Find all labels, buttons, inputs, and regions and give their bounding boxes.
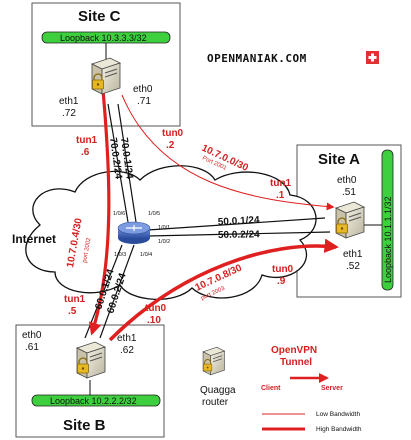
site-c-eth0: eth0 — [133, 84, 153, 95]
tun-c1-ip: .6 — [81, 147, 90, 158]
tun-a0-name: tun0 — [272, 264, 294, 275]
site-b-loopback-label: Loopback 10.2.2.2/32 — [50, 396, 137, 406]
tunnel-c-a — [121, 94, 335, 211]
site-b-eth0-ip: .61 — [25, 342, 39, 353]
site-b-title: Site B — [63, 417, 106, 434]
tun-a0-ip: .9 — [277, 276, 286, 287]
link-router-a-1 — [147, 217, 326, 231]
internet-label: Internet — [12, 232, 56, 246]
brand-logo-text: OPENMANIAK.COM — [207, 52, 307, 65]
site-c-eth0-ip: .71 — [137, 96, 151, 107]
internet-cloud — [25, 165, 317, 300]
swiss-flag-icon — [366, 51, 379, 64]
site-b-eth0: eth0 — [22, 330, 42, 341]
tun-b0-ip: .10 — [147, 315, 161, 326]
site-b-eth1: eth1 — [117, 333, 137, 344]
tun-c1-name: tun1 — [76, 135, 98, 146]
link-router-b-2 — [99, 244, 135, 339]
site-a-loopback — [381, 149, 394, 291]
link-a-net1-label: 50.0.1/24 — [218, 215, 261, 228]
link-c-router-1 — [107, 103, 129, 223]
port-1-0-5: 1/0/5 — [148, 211, 160, 217]
tunnel-c-b — [88, 89, 111, 336]
tun-c0-name: tun0 — [162, 128, 184, 139]
tun-c0-ip: .2 — [166, 140, 175, 151]
site-a-eth1: eth1 — [343, 249, 363, 260]
tun-b0-name: tun0 — [145, 303, 167, 314]
core-router — [117, 221, 151, 244]
site-c-eth1: eth1 — [59, 96, 79, 107]
legend-openvpn-title-2: Tunnel — [280, 357, 312, 368]
legend-quagga-label-1: Quagga — [200, 385, 236, 396]
port-1-0-6: 1/0/6 — [113, 211, 125, 217]
site-c-loopback-label: Loopback 10.3.3.3/32 — [60, 33, 147, 43]
site-b-eth1-ip: .62 — [120, 345, 134, 356]
port-1-0-1: 1/0/1 — [158, 225, 170, 231]
tunnel-b-a — [108, 238, 339, 342]
link-c-router-2 — [117, 103, 137, 223]
legend-high-bw-label: High Bandwidth — [316, 426, 362, 433]
site-b-loopback — [31, 394, 161, 407]
tun-a1-ip: .1 — [276, 190, 285, 201]
port-1-0-2: 1/0/2 — [158, 239, 170, 245]
site-c-server-icon — [91, 57, 121, 95]
site-a-eth1-ip: .52 — [346, 261, 360, 272]
tun-b1-name: tun1 — [64, 294, 86, 305]
site-c-title: Site C — [78, 8, 121, 25]
tun-b1-ip: .5 — [68, 306, 77, 317]
link-a-net2-label: 50.0.2/24 — [218, 229, 260, 241]
port-1-0-4: 1/0/4 — [140, 252, 152, 258]
site-c-eth1-ip: .72 — [62, 108, 76, 119]
legend-client: Client — [261, 385, 281, 392]
site-a-eth0-ip: .51 — [342, 187, 356, 198]
legend-quagga-server-icon — [202, 346, 225, 376]
tunnel-c-b-port: port 2002 — [82, 237, 92, 264]
link-router-a-2 — [147, 231, 331, 237]
site-a-server-icon — [335, 201, 365, 239]
legend-low-bw-label: Low Bandwidth — [316, 411, 360, 418]
site-b-server-icon — [76, 341, 106, 379]
legend-quagga-label-2: router — [202, 397, 229, 408]
tun-a1-name: tun1 — [270, 178, 292, 189]
site-a-title: Site A — [318, 151, 360, 168]
site-a-loopback-label: Loopback 10.1.1.1/32 — [383, 196, 393, 283]
legend-openvpn-title-1: OpenVPN — [271, 345, 317, 356]
port-1-0-3: 1/0/3 — [114, 252, 126, 258]
site-a-eth0: eth0 — [337, 175, 357, 186]
legend-server: Server — [321, 385, 343, 392]
